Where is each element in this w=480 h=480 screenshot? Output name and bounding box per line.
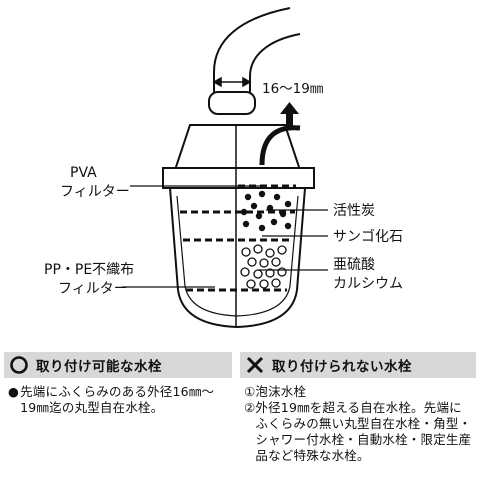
compatible-title: 取り付け可能な水栓 <box>36 359 162 375</box>
list-item: ② 外径19㎜を超える自在水栓。先端にふくらみの無い丸型自在水栓・角型・シャワー… <box>244 400 474 464</box>
list-text: 外径19㎜を超える自在水栓。先端にふくらみの無い丸型自在水栓・角型・シャワー付水… <box>255 400 472 463</box>
filter-layers <box>180 184 296 292</box>
incompatible-panel: 取り付けられない水栓 ① 泡沫水栓 ② 外径19㎜を超える自在水栓。先端にふくら… <box>240 352 476 480</box>
label-pva-line1: PVA <box>70 165 97 181</box>
faucet-tip <box>208 91 256 115</box>
label-pp-line1: PP・PE不織布 <box>44 262 134 278</box>
list-number: ① <box>244 384 256 399</box>
list-item: ① 泡沫水栓 <box>244 384 474 400</box>
cross-icon <box>244 354 266 376</box>
faucet-pipe <box>213 7 301 100</box>
label-pva-line2: フィルター <box>60 184 130 200</box>
dimension-label: 16〜19㎜ <box>262 81 324 97</box>
label-charcoal: 活性炭 <box>333 203 375 219</box>
bullet-icon: ● <box>8 384 20 399</box>
dimension-arrow <box>212 76 252 88</box>
incompatible-header: 取り付けられない水栓 <box>240 352 476 378</box>
label-calcium-line1: 亜硫酸 <box>333 257 375 273</box>
label-pp-line2: フィルター <box>58 281 128 297</box>
list-number: ② <box>244 400 256 415</box>
compatible-body: ● 先端にふくらみのある外径16㎜〜19㎜迄の丸型自在水栓。 <box>4 378 232 416</box>
incompatible-title: 取り付けられない水栓 <box>272 359 412 375</box>
compatible-header: 取り付け可能な水栓 <box>4 352 232 378</box>
leader-lines <box>122 185 328 288</box>
label-calcium-line2: カルシウム <box>333 276 403 292</box>
list-text: 泡沫水栓 <box>255 384 307 399</box>
circle-icon <box>8 354 30 376</box>
coral-granules <box>240 244 287 289</box>
filter-inner <box>176 195 299 317</box>
compatible-panel: 取り付け可能な水栓 ● 先端にふくらみのある外径16㎜〜19㎜迄の丸型自在水栓。 <box>4 352 232 480</box>
cap-hook <box>259 125 301 166</box>
up-arrow-icon <box>280 102 299 128</box>
label-coral: サンゴ化石 <box>333 228 403 245</box>
compatible-text: 先端にふくらみのある外径16㎜〜19㎜迄の丸型自在水栓。 <box>20 384 215 415</box>
filter-diagram: 16〜19㎜ <box>44 7 403 329</box>
filter-body <box>168 187 307 329</box>
incompatible-body: ① 泡沫水栓 ② 外径19㎜を超える自在水栓。先端にふくらみの無い丸型自在水栓・… <box>240 378 476 464</box>
